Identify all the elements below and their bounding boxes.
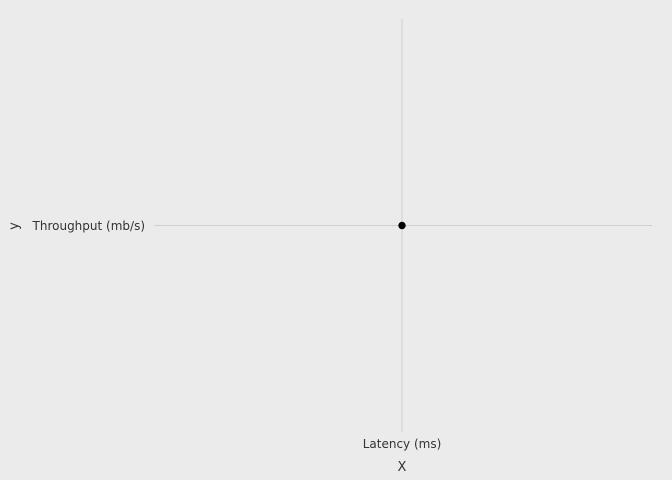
x-axis-title: X	[398, 460, 407, 475]
x-tick-label: Latency (ms)	[363, 437, 442, 451]
y-tick-label: Throughput (mb/s)	[32, 219, 145, 233]
y-axis-title: y	[7, 222, 22, 230]
data-point-0	[398, 221, 406, 230]
points-layer	[398, 221, 406, 230]
